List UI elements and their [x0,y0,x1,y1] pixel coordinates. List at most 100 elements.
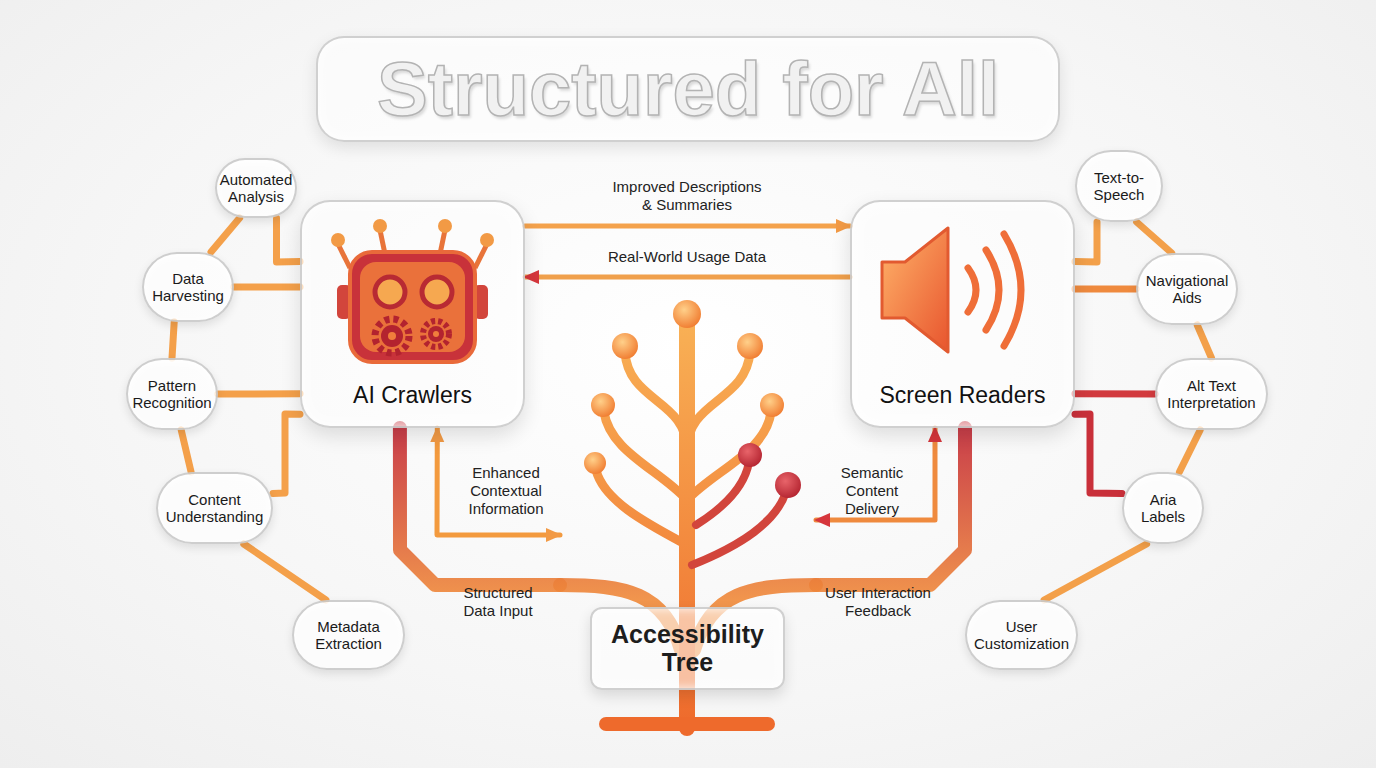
sound-wave [1004,234,1021,346]
connector [1075,222,1097,262]
node-text: Metadata Extraction [298,618,399,653]
sound-wave [968,268,976,312]
node-text: Pattern Recognition [132,377,212,412]
robot-icon [331,219,494,362]
tree-branch [687,352,750,450]
robot-antenna-ball [331,233,345,247]
feature-pill: Alt Text Interpretation [1155,358,1268,430]
tree-bud [612,333,638,359]
diagram-title: Structured for All [377,51,999,127]
node-text: Aria Labels [1128,491,1198,526]
connector [244,544,326,600]
speaker-cone [882,228,948,352]
feature-pill: Aria Labels [1122,472,1204,544]
feature-pill: Data Harvesting [142,252,234,322]
tree-bud [584,452,606,474]
tree-buds [584,300,801,498]
connector [273,414,300,494]
node-text: Navigational Aids [1142,272,1232,307]
tree-node: Accessibility Tree [560,300,816,740]
robot-gear-hub [388,332,396,340]
robot-eye [375,277,405,307]
node-text: Alt Text Interpretation [1161,377,1262,412]
feature-pill: Navigational Aids [1136,253,1238,325]
robot-gear [428,326,444,342]
edge-label: Structured Data Input [448,584,548,620]
robot-antenna [440,230,445,254]
tree-bud [737,333,763,359]
connector [211,218,240,252]
connector [1075,414,1122,494]
connector [525,275,850,280]
tree-bud [738,443,762,467]
connector [816,428,935,520]
reader-box: Screen Readers [850,200,1075,428]
connector [181,430,191,472]
feature-pill: Automated Analysis [215,158,297,218]
connector [1179,430,1200,472]
robot-gear [375,319,409,353]
robot-antenna-ball [480,233,494,247]
robot-ear [474,285,488,319]
robot-head [350,252,475,362]
node-text: Screen Readers [879,382,1045,410]
tree-branches [560,318,816,728]
speaker-icon [882,228,1021,352]
tree-bud [775,472,801,498]
connector [1075,390,1155,397]
robot-gear-hub [433,331,439,337]
feature-pill: Text-to-Speech [1075,150,1163,222]
connector [437,428,560,535]
tree-bud [760,393,784,417]
tree-branch [687,412,771,500]
connector [816,428,965,585]
tree-bud [673,300,701,328]
tree-label-box: Accessibility Tree [590,607,785,690]
connector [1044,544,1147,600]
feature-pill: Metadata Extraction [292,600,405,670]
node-text: Text-to-Speech [1081,169,1157,204]
tree-branch [692,492,786,565]
connector [218,390,300,397]
connector [172,322,174,358]
tree-branch [696,462,749,525]
edge-label: Real-World Usage Data [567,248,807,266]
feature-pill: Pattern Recognition [126,358,218,430]
robot-antenna [380,230,385,254]
connector [525,224,850,229]
robot-eye [422,277,452,307]
node-text: Content Understanding [162,491,267,526]
node-text: User Customization [971,618,1072,653]
robot-ear [337,285,351,319]
robot-face [360,262,465,352]
connector [1075,285,1136,292]
robot-gear [423,321,449,347]
tree-branch [625,352,687,450]
edge-label: Improved Descriptions & Summaries [607,178,767,214]
tree-branch [596,470,687,545]
node-text: Accessibility Tree [596,621,779,676]
robot-antenna [338,244,350,268]
node-text: AI Crawlers [353,382,472,410]
edge-label: Semantic Content Delivery [826,464,918,518]
node-text: Automated Analysis [220,171,293,206]
edge-label: User Interaction Feedback [816,584,941,620]
connector [1197,325,1211,358]
feature-pill: User Customization [965,600,1078,670]
sound-wave [986,250,999,330]
title-box: Structured for All [316,36,1060,142]
connector [277,218,301,262]
crawler-box: AI Crawlers [300,200,525,428]
connector [1137,222,1172,253]
tree-foot [606,717,768,731]
tree-bud [591,393,615,417]
node-text: Data Harvesting [148,270,228,305]
connector [400,428,560,585]
robot-antenna-ball [373,219,387,233]
tree-branch [604,412,687,500]
robot-antenna [475,244,487,268]
robot-antenna-ball [438,219,452,233]
connector [234,284,300,291]
